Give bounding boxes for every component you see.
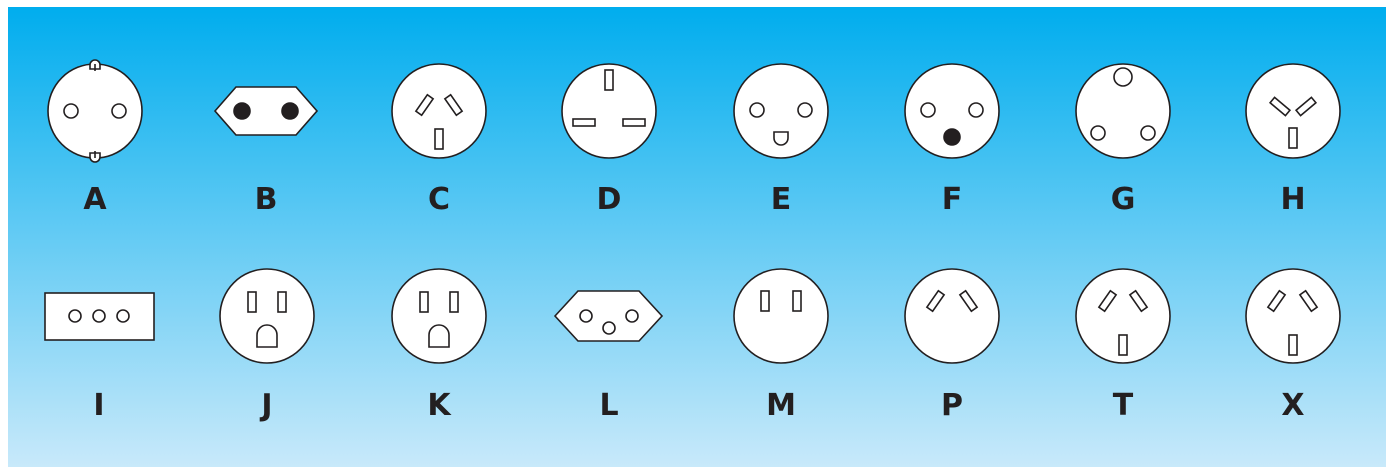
plug-types-panel: A B C D E F G H I J K L M P T X — [8, 7, 1386, 467]
label-f: F — [942, 182, 963, 217]
label-x: X — [1281, 388, 1304, 423]
plug-types-diagram: A B C D E F G H I J K L M P T X — [8, 7, 1386, 467]
socket-a-icon — [47, 59, 143, 163]
socket-e-icon — [733, 63, 829, 159]
socket-f-icon — [904, 63, 1000, 159]
label-e: E — [771, 182, 792, 217]
socket-m-icon — [733, 268, 829, 364]
label-b: B — [255, 182, 278, 217]
label-m: M — [766, 388, 796, 423]
label-g: G — [1111, 182, 1136, 217]
label-t: T — [1113, 388, 1134, 423]
socket-b-icon — [213, 86, 319, 136]
label-k: K — [427, 388, 452, 423]
label-h: H — [1280, 182, 1305, 217]
socket-p-icon — [904, 268, 1000, 364]
socket-g-icon — [1075, 63, 1171, 159]
label-c: C — [428, 182, 450, 217]
socket-l-icon — [553, 290, 664, 342]
socket-c-icon — [391, 63, 487, 159]
socket-t-icon — [1075, 268, 1171, 364]
background — [8, 7, 1386, 467]
socket-h-icon — [1245, 63, 1341, 159]
label-j: J — [259, 388, 272, 423]
socket-d-icon — [561, 63, 657, 159]
socket-j-icon — [219, 268, 315, 364]
label-i: I — [93, 388, 104, 423]
socket-k-icon — [391, 268, 487, 364]
socket-x-icon — [1245, 268, 1341, 364]
socket-i-icon — [44, 292, 155, 341]
label-a: A — [83, 182, 107, 217]
label-l: L — [599, 388, 618, 423]
label-p: P — [941, 388, 963, 423]
label-d: D — [597, 182, 622, 217]
